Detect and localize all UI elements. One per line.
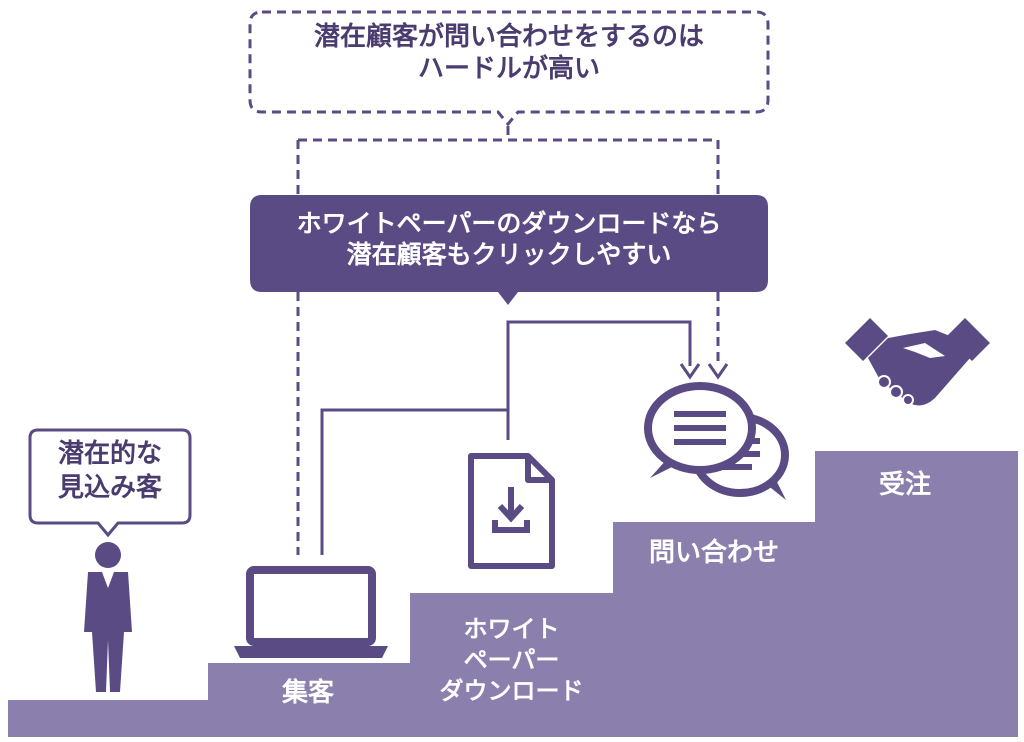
staircase — [8, 451, 1018, 737]
person-bubble-text: 潜在的な 見込み客 — [30, 438, 190, 506]
person-bubble-line-2: 見込み客 — [57, 472, 162, 503]
mid-callout-text: ホワイトペーパーのダウンロードなら 潜在顧客もクリックしやすい — [250, 209, 768, 270]
step-label-order: 受注 — [815, 470, 995, 502]
step-label-acquisition-line-1: 集客 — [281, 678, 334, 708]
document-download-icon — [468, 453, 555, 569]
person-icon — [84, 542, 132, 692]
step-label-acquisition: 集客 — [258, 678, 358, 710]
step-label-whitepaper-line-3: ダウンロード — [439, 677, 584, 706]
chat-bubbles-icon — [644, 382, 789, 500]
mid-callout-line-1: ホワイトペーパーのダウンロードなら — [296, 209, 722, 238]
step-label-whitepaper-line-2: ペーパー — [463, 646, 560, 675]
mid-callout-line-2: 潜在顧客もクリックしやすい — [346, 239, 672, 269]
person-bubble — [28, 428, 192, 538]
step-label-order-line-1: 受注 — [878, 470, 931, 500]
top-callout-text: 潜在顧客が問い合わせをするのは ハードルが高い — [250, 22, 768, 85]
step-label-inquiry-line-1: 問い合わせ — [648, 538, 779, 568]
step-label-inquiry: 問い合わせ — [613, 538, 815, 570]
laptop-icon — [234, 566, 388, 658]
person-bubble-line-1: 潜在的な — [57, 439, 162, 469]
step-label-whitepaper-line-1: ホワイト — [463, 615, 560, 643]
step-label-whitepaper: ホワイト ペーパー ダウンロード — [410, 614, 613, 708]
top-callout-line-2: ハードルが高い — [417, 53, 600, 84]
solid-connector — [320, 320, 701, 555]
top-callout — [248, 10, 770, 127]
dashed-arrowhead — [707, 363, 729, 380]
top-callout-line-1: 潜在顧客が問い合わせをするのは — [313, 22, 704, 52]
dashed-connector — [296, 126, 720, 555]
mid-callout — [250, 195, 768, 305]
handshake-icon — [845, 318, 990, 406]
